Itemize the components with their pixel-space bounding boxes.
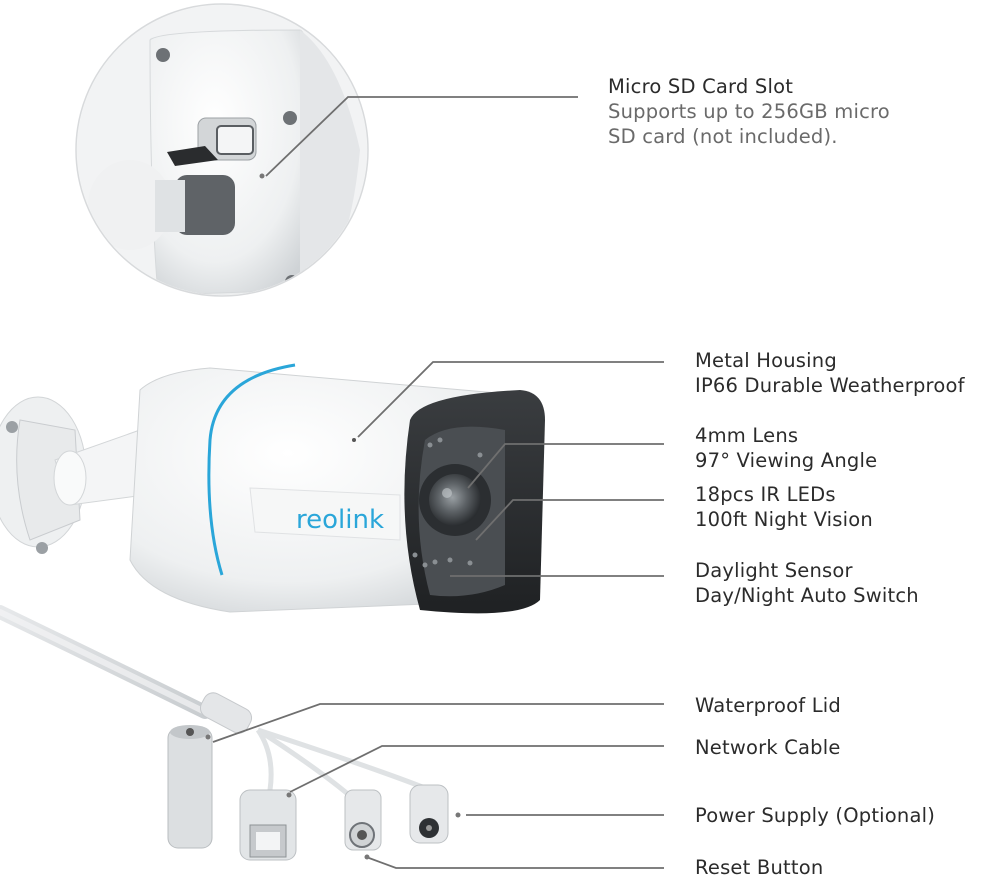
callout-reset: Reset Button — [695, 855, 823, 880]
callout-power: Power Supply (Optional) — [695, 803, 935, 828]
callout-line-lid — [212, 703, 664, 743]
reset-title: Reset Button — [695, 856, 824, 879]
callout-lens: 4mm Lens 97° Viewing Angle — [695, 423, 877, 473]
callout-line-network — [289, 745, 664, 793]
reolink-logo: reolink — [296, 505, 384, 535]
sd-slot-desc-1: Supports up to 256GB micro — [608, 100, 890, 123]
sd-slot-closeup — [75, 3, 369, 297]
sensor-desc: Day/Night Auto Switch — [695, 584, 919, 607]
callout-line-sd — [265, 96, 578, 177]
lens-desc: 97° Viewing Angle — [695, 449, 878, 472]
cable-assembly — [0, 605, 461, 861]
housing-title: Metal Housing — [695, 349, 837, 372]
callout-sensor: Daylight Sensor Day/Night Auto Switch — [695, 558, 919, 608]
callout-ir: 18pcs IR LEDs 100ft Night Vision — [695, 482, 873, 532]
lens-title: 4mm Lens — [695, 424, 799, 447]
sd-slot-desc-2: SD card (not included). — [608, 125, 838, 148]
callout-line-lens — [467, 443, 664, 489]
callout-lid: Waterproof Lid — [695, 693, 841, 718]
ir-title: 18pcs IR LEDs — [695, 483, 836, 506]
ir-desc: 100ft Night Vision — [695, 508, 873, 531]
lid-title: Waterproof Lid — [695, 694, 841, 717]
callout-line-housing — [357, 361, 664, 438]
callout-lines — [212, 96, 664, 869]
housing-desc: IP66 Durable Weatherproof — [695, 374, 965, 397]
power-title: Power Supply (Optional) — [695, 804, 936, 827]
callout-network: Network Cable — [695, 735, 841, 760]
sd-slot-title: Micro SD Card Slot — [608, 75, 794, 98]
network-title: Network Cable — [695, 736, 841, 759]
callout-housing: Metal Housing IP66 Durable Weatherproof — [695, 348, 965, 398]
callout-sd-slot: Micro SD Card Slot Supports up to 256GB … — [608, 74, 890, 149]
callout-line-reset — [368, 857, 664, 869]
bullet-camera: reolink — [0, 363, 545, 614]
callout-line-ir — [475, 499, 664, 541]
sensor-title: Daylight Sensor — [695, 559, 853, 582]
